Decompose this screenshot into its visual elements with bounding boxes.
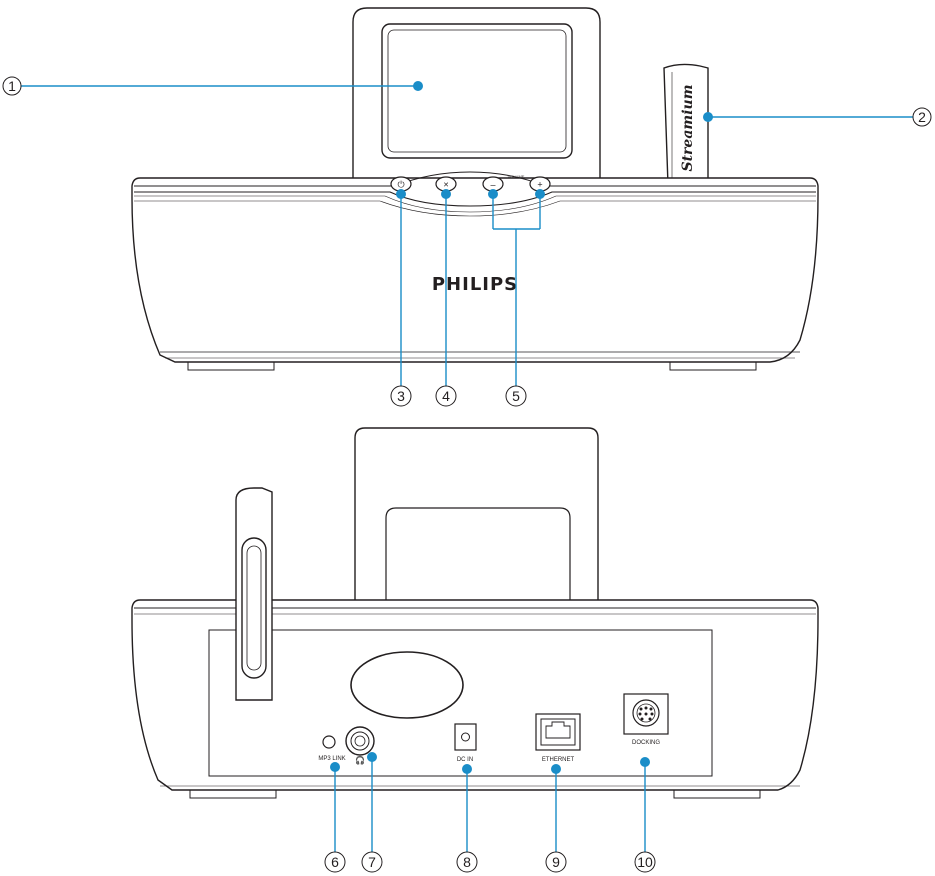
antenna-back [235,487,273,701]
back-view [131,427,819,799]
volume-down-icon: – [490,180,495,190]
volume-down-button[interactable]: – [482,176,504,192]
callout-badge-8: 8 [456,851,478,873]
callout-number-5: 5 [512,388,520,404]
docking-label: DOCKING [632,740,660,746]
headphone-icon: 🎧 [355,755,365,765]
front-body [131,171,819,371]
front-view [131,7,819,371]
docking-port[interactable] [623,693,669,735]
wifi-antenna [663,63,709,186]
callout-badge-3: 3 [390,385,412,407]
mp3-link-jack[interactable] [322,735,336,749]
ethernet-label: ETHERNET [542,757,575,763]
streamium-logo: Streamium [680,84,696,171]
volume-up-icon: + [537,180,542,190]
volume-up-button[interactable]: + [529,176,551,192]
callout-badge-2: 2 [912,107,932,127]
volume-label: VOLUME [508,174,525,179]
philips-logo: PHILIPS [432,274,518,295]
callout-badge-6: 6 [324,851,346,873]
callout-number-8: 8 [463,854,471,870]
callout-number-3: 3 [397,388,405,404]
callout-badge-9: 9 [545,851,567,873]
callout-number-2: 2 [918,109,926,125]
callout-badge-5: 5 [505,385,527,407]
display-housing [352,7,601,180]
callout-lines [21,81,913,852]
callout-number-6: 6 [331,854,339,870]
callout-badge-1: 1 [2,76,22,96]
dc-in-label: DC IN [457,757,473,763]
callout-badge-10: 10 [634,851,656,873]
callout-badge-4: 4 [435,385,457,407]
back-body [131,599,819,799]
callout-number-1: 1 [8,78,16,94]
callout-number-7: 7 [368,854,376,870]
bass-port [350,651,464,719]
dock-stand [354,427,599,605]
callout-number-9: 9 [552,854,560,870]
dc-in-port[interactable] [454,723,477,751]
callout-number-10: 10 [637,854,653,870]
mute-button[interactable]: ✕ [435,176,457,192]
power-icon: ⏻ [397,180,404,190]
callout-badge-7: 7 [361,851,383,873]
headphone-jack[interactable] [345,726,375,756]
front-buttons: ⏻ ✕ – + [390,176,551,192]
mp3-link-label: MP3 LINK [318,756,345,762]
power-button[interactable]: ⏻ [390,176,412,192]
mute-icon: ✕ [443,182,449,189]
ethernet-port[interactable] [535,713,581,751]
callout-number-4: 4 [442,388,450,404]
